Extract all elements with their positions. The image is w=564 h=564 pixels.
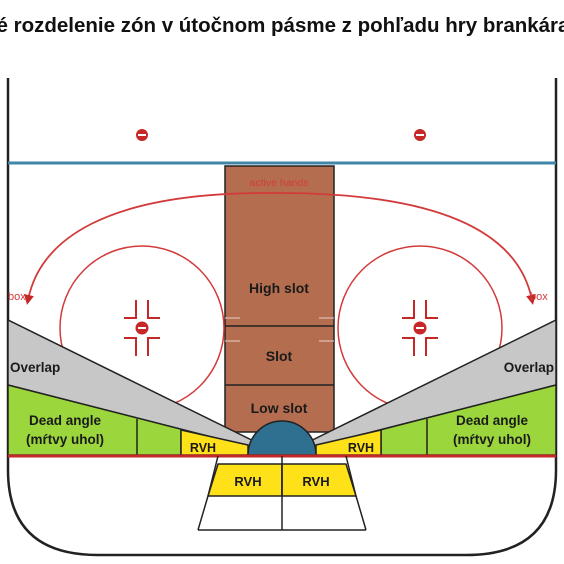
faceoff-dot-left: [135, 321, 149, 335]
slot-label: Slot: [266, 348, 293, 364]
overlap-label-left: Overlap: [10, 360, 60, 375]
active-hands-arrow: [24, 192, 273, 305]
dead-angle-sub-left: (mŕtvy uhol): [26, 432, 104, 447]
rvh-label-right: RVH: [348, 441, 374, 455]
neutral-dot-left: [136, 129, 148, 141]
hash-marks-right: [402, 300, 438, 356]
low-slot-label: Low slot: [251, 400, 308, 416]
slot-column: [224, 165, 335, 433]
high-slot-label: High slot: [249, 280, 309, 296]
dead-angle-sub-right: (mŕtvy uhol): [453, 432, 531, 447]
active-hands-arrow-right: [271, 192, 536, 305]
dead-angle-label-left: Dead angle: [29, 413, 102, 428]
hash-marks-left: [124, 300, 160, 356]
faceoff-dot-right: [413, 321, 427, 335]
rvh-label-left: RVH: [190, 441, 216, 455]
box-label-right: box: [530, 291, 548, 303]
neutral-dot-right: [414, 129, 426, 141]
overlap-label-right: Overlap: [504, 360, 554, 375]
dead-angle-label-right: Dead angle: [456, 413, 529, 428]
active-hands-label: active hands: [250, 177, 309, 189]
goal-crease: [247, 420, 317, 456]
rink-boards: [6, 78, 558, 557]
box-label-left: box: [8, 291, 26, 303]
trapezoid-left: [197, 455, 219, 531]
rvh-bottom-label-right: RVH: [302, 474, 329, 489]
diagram-title: né rozdelenie zón v útočnom pásme z pohľ…: [0, 14, 564, 37]
rvh-bottom-label-left: RVH: [234, 474, 261, 489]
trapezoid-right: [345, 455, 367, 531]
